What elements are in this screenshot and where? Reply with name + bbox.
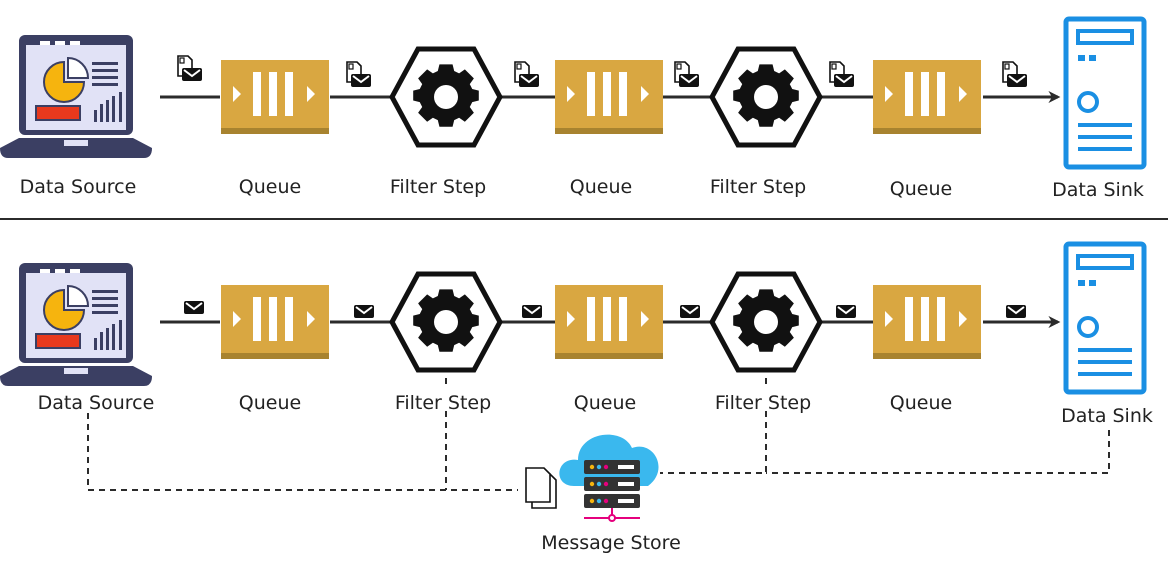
top-data-source-label: Data Source — [20, 176, 137, 198]
bottom-data-source-label: Data Source — [38, 392, 155, 414]
bottom-envelope-icon — [679, 304, 701, 319]
top-filter-step-2-label: Filter Step — [710, 176, 806, 198]
top-message-icon — [346, 61, 372, 88]
top-data-source-laptop-icon — [0, 34, 153, 159]
store-link-filter-2 — [660, 378, 767, 474]
top-queue-3-label: Queue — [890, 178, 952, 200]
bottom-filter-step-1-icon — [389, 271, 503, 373]
top-message-icon — [1002, 61, 1028, 88]
bottom-data-source-laptop-icon — [0, 262, 153, 387]
top-filter-step-1-icon — [389, 46, 503, 148]
top-message-icon — [177, 55, 203, 82]
top-queue-3-icon — [873, 60, 981, 134]
top-filter-step-2-icon — [709, 46, 823, 148]
message-store-cloud-server-icon — [559, 434, 659, 522]
store-link-source — [87, 380, 518, 491]
top-filter-step-1-label: Filter Step — [390, 176, 486, 198]
bottom-queue-3-icon — [873, 285, 981, 359]
bottom-row: Data Source Queue Filter Step Queue Filt… — [0, 244, 1153, 554]
bottom-envelope-icon — [353, 304, 375, 319]
bottom-data-sink-label: Data Sink — [1061, 405, 1153, 427]
bottom-envelope-icon — [183, 300, 205, 315]
bottom-filter-step-1-label: Filter Step — [395, 392, 491, 414]
bottom-envelope-icon — [521, 304, 543, 319]
documents-icon — [525, 467, 557, 509]
bottom-queue-1-icon — [221, 285, 329, 359]
top-queue-1-icon — [221, 60, 329, 134]
bottom-envelope-icon — [835, 304, 857, 319]
top-message-icon — [674, 61, 700, 88]
bottom-queue-2-icon — [555, 285, 663, 359]
top-row: Data Source Queue Filter Step Queue Filt… — [0, 19, 1144, 201]
top-queue-2-label: Queue — [570, 176, 632, 198]
bottom-data-sink-server-icon — [1066, 244, 1144, 392]
top-queue-2-icon — [555, 60, 663, 134]
top-message-icon — [829, 61, 855, 88]
top-queue-1-label: Queue — [239, 176, 301, 198]
bottom-envelope-icon — [1005, 304, 1027, 319]
message-store-label: Message Store — [541, 532, 681, 554]
top-data-sink-server-icon — [1066, 19, 1144, 167]
bottom-filter-step-2-icon — [709, 271, 823, 373]
bottom-queue-2-label: Queue — [574, 392, 636, 414]
bottom-filter-step-2-label: Filter Step — [715, 392, 811, 414]
top-data-sink-label: Data Sink — [1052, 179, 1144, 201]
store-link-sink — [766, 430, 1110, 474]
bottom-queue-3-label: Queue — [890, 392, 952, 414]
bottom-queue-1-label: Queue — [239, 392, 301, 414]
top-message-icon — [514, 61, 540, 88]
